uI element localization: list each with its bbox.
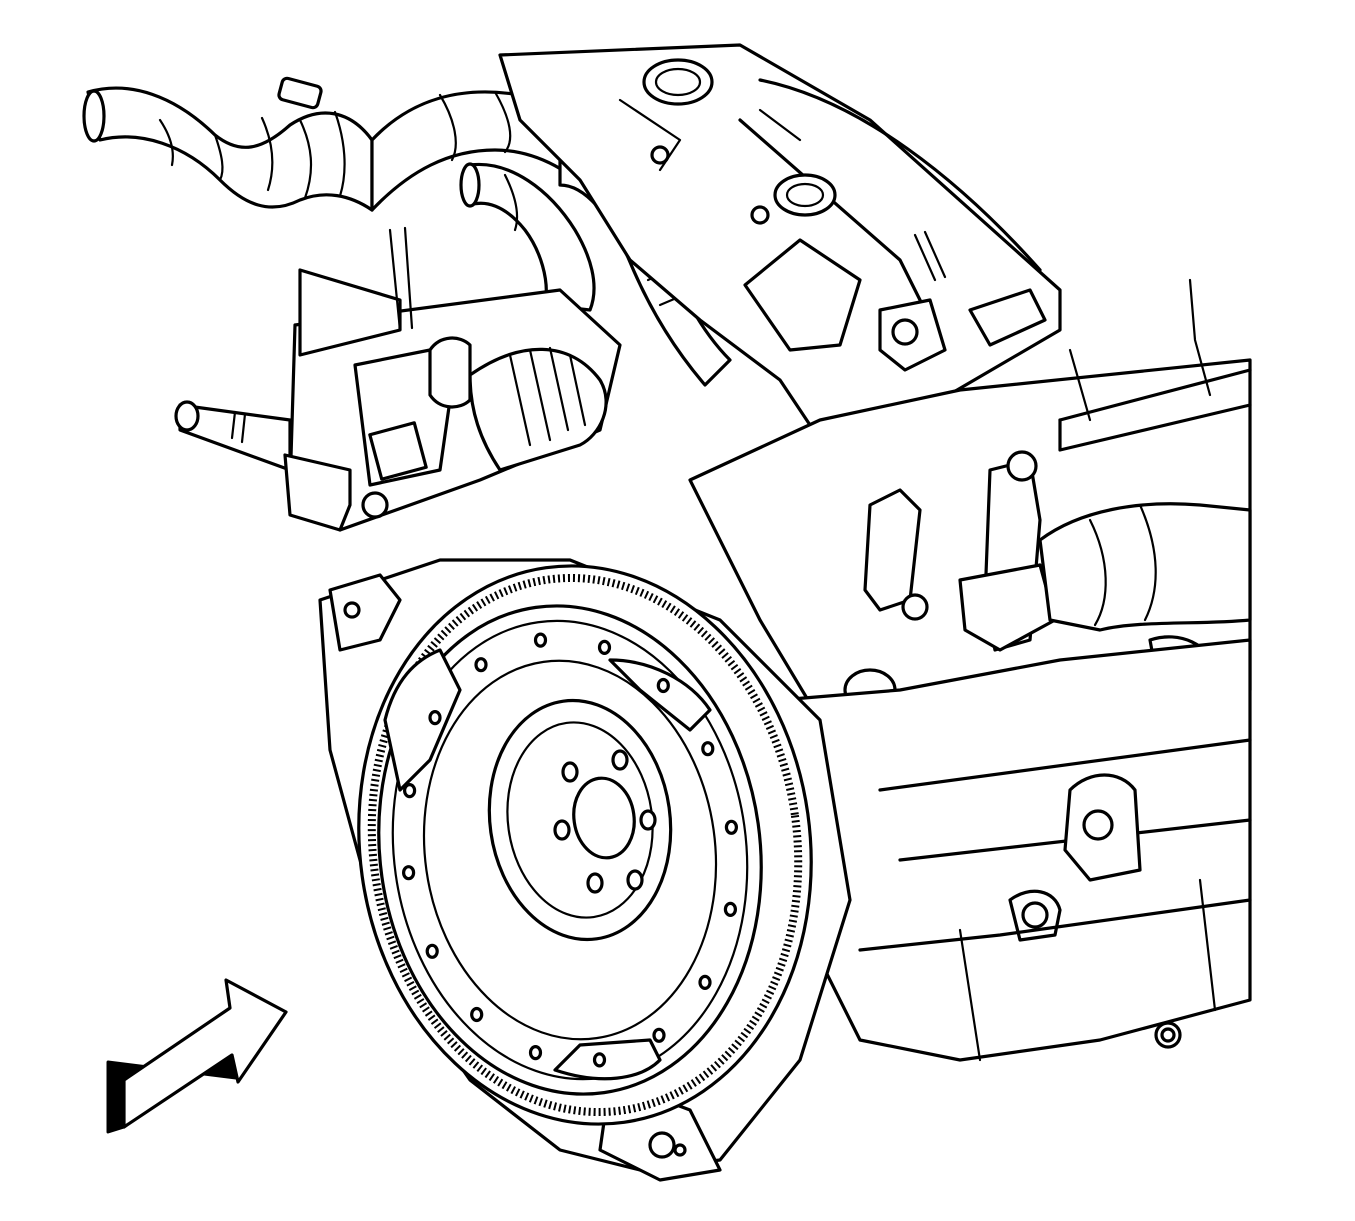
flywheel-outer-hole [724,819,739,835]
bypass-hose [459,162,596,312]
flywheel [377,604,763,1096]
flywheel-bolt-holes [553,749,657,894]
intake-manifold [688,278,1252,742]
flywheel-outer-hole [597,639,612,656]
flywheel-outer-hole [701,741,715,757]
valve-cover [498,43,1062,442]
flywheel-outer-hole [656,677,670,694]
flywheel-outer-hole [428,709,442,726]
flywheel-outer-hole [474,657,488,673]
flywheel-outer-hole [652,1027,666,1043]
throttle-body-assembly [288,226,622,532]
flywheel-outer-hole [698,974,712,991]
flywheel-outer-hole [723,901,738,918]
arrow-icon [106,978,288,1134]
flywheel-outer-hole [592,1052,607,1068]
flywheel-outer-hole [425,943,439,959]
flywheel-outer-hole [402,865,416,881]
flywheel-outer-hole [470,1006,484,1023]
flywheel-outer-hole [528,1044,543,1061]
flywheel-outer-hole [403,782,417,799]
flywheel-outer-hole [533,632,548,648]
heater-pipe-left [174,400,352,532]
engine-block [778,638,1252,1062]
flywheel-outer-holes [402,632,739,1068]
